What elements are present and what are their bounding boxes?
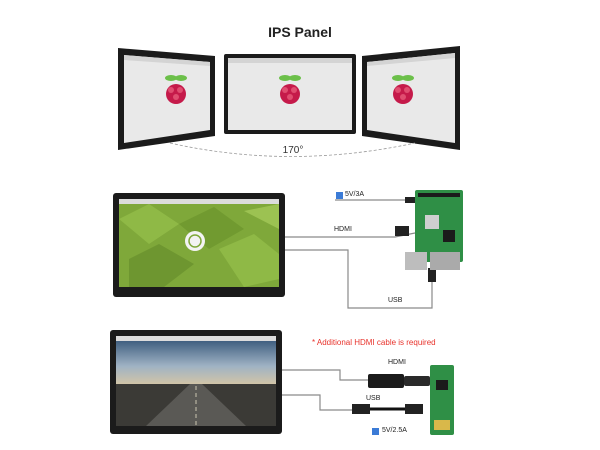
raspberry-pi-logo bbox=[392, 75, 414, 104]
angle-demo-monitors bbox=[118, 46, 460, 157]
power-badge-icon bbox=[336, 192, 343, 199]
zero-power-label: 5V/2.5A bbox=[382, 427, 407, 434]
green-desktop bbox=[119, 199, 279, 287]
raspberry-pi-logo bbox=[165, 75, 187, 104]
road-wallpaper bbox=[116, 336, 276, 426]
panel-title: IPS Panel bbox=[268, 24, 332, 40]
desktop-logo-icon bbox=[185, 231, 205, 251]
zero-hdmi-label: HDMI bbox=[388, 359, 406, 366]
pi4-power-label: 5V/3A bbox=[345, 191, 365, 198]
raspberry-pi-4-board bbox=[405, 190, 463, 270]
power-badge-icon bbox=[372, 428, 379, 435]
raspberry-pi-zero-board bbox=[430, 365, 454, 435]
zero-usb-label: USB bbox=[366, 395, 381, 402]
viewing-angle-label: 170° bbox=[282, 145, 304, 156]
pi4-usb-label: USB bbox=[388, 297, 403, 304]
pi4-hdmi-label: HDMI bbox=[334, 226, 352, 233]
hdmi-cable-note: * Additional HDMI cable is required bbox=[312, 338, 436, 347]
viewing-angle-arc bbox=[169, 142, 416, 157]
left-monitor bbox=[118, 48, 215, 150]
raspberry-pi-logo bbox=[279, 75, 301, 104]
